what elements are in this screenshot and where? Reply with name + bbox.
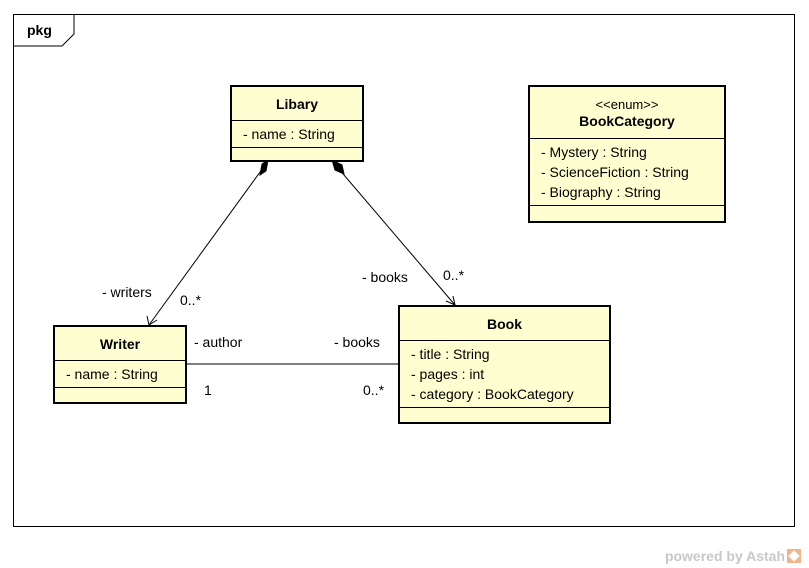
stereotype-label: <<enum>> — [595, 96, 659, 112]
enum-bookcategory[interactable]: <<enum>> BookCategory - Mystery : String… — [528, 85, 726, 223]
package-label: pkg — [27, 22, 52, 38]
attribute: - ScienceFiction : String — [541, 164, 689, 180]
enum-bookcategory-name: BookCategory — [579, 112, 675, 129]
attribute: - name : String — [66, 366, 158, 382]
composition-diamond-writer — [259, 158, 269, 177]
enum-bookcategory-attributes: - Mystery : String - ScienceFiction : St… — [530, 139, 724, 206]
role-writer-books: - books — [334, 334, 380, 350]
attribute: - title : String — [411, 346, 490, 362]
multiplicity-writer-books: 0..* — [363, 382, 385, 398]
class-writer-operations — [55, 388, 185, 400]
package-frame — [13, 14, 795, 527]
role-writers: - writers — [102, 284, 152, 300]
package-tab-outline — [13, 14, 75, 47]
association-libary-writer[interactable] — [148, 167, 264, 326]
enum-bookcategory-header: <<enum>> BookCategory — [530, 87, 724, 139]
class-writer-attributes: - name : String — [55, 361, 185, 388]
role-books: - books — [362, 269, 408, 285]
class-libary-attributes: - name : String — [232, 121, 362, 148]
association-libary-book[interactable] — [337, 167, 456, 306]
class-book-attributes: - title : String - pages : int - categor… — [400, 341, 609, 408]
attribute: - name : String — [243, 126, 335, 142]
astah-logo-icon — [787, 549, 801, 563]
attribute: - Biography : String — [541, 184, 661, 200]
attribute: - category : BookCategory — [411, 386, 574, 402]
class-libary-operations — [232, 148, 362, 160]
class-writer[interactable]: Writer - name : String — [53, 325, 187, 404]
powered-by-footer: powered by Astah — [665, 548, 801, 564]
multiplicity-author: 1 — [204, 382, 212, 398]
enum-bookcategory-operations — [530, 206, 724, 218]
role-author: - author — [194, 334, 243, 350]
class-book[interactable]: Book - title : String - pages : int - ca… — [398, 305, 611, 424]
footer-text: powered by Astah — [664, 548, 785, 564]
multiplicity-books: 0..* — [443, 267, 465, 283]
class-libary[interactable]: Libary - name : String — [230, 85, 364, 162]
multiplicity-writers: 0..* — [180, 292, 202, 308]
composition-diamond-book — [331, 159, 345, 175]
attribute: - pages : int — [411, 366, 485, 382]
attribute: - Mystery : String — [541, 144, 647, 160]
class-book-operations — [400, 408, 609, 420]
class-libary-name: Libary — [232, 87, 362, 121]
class-writer-name: Writer — [55, 327, 185, 361]
class-book-name: Book — [400, 307, 609, 341]
